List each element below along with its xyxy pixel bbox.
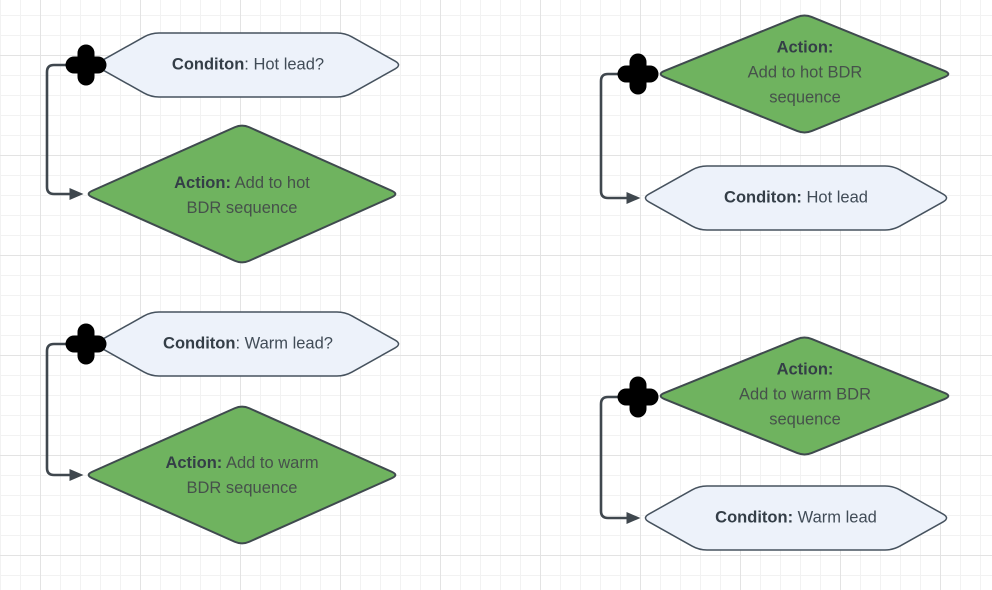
label-text: Add to hot bbox=[230, 174, 310, 192]
label-text: Warm lead bbox=[793, 508, 877, 527]
label-text: sequence bbox=[769, 410, 841, 429]
label-bold: Conditon: bbox=[724, 188, 802, 207]
connector-arrow-warm-right[interactable] bbox=[599, 395, 641, 524]
cross-icon[interactable] bbox=[626, 62, 650, 86]
label-bold: Action: bbox=[776, 360, 834, 379]
label-text: sequence bbox=[769, 88, 841, 107]
label-condition-hot-lead: Conditon: Hot lead bbox=[724, 186, 868, 211]
label-text: BDR sequence bbox=[186, 479, 298, 497]
connector-arrow-hot-left[interactable] bbox=[45, 63, 86, 200]
label-text: : Hot lead? bbox=[244, 55, 325, 74]
cross-icon[interactable] bbox=[74, 332, 98, 356]
label-text: BDR sequence bbox=[186, 199, 298, 217]
label-text: Add to warm BDR bbox=[738, 385, 872, 404]
label-condition-warm-lead-question: Conditon: Warm lead? bbox=[163, 332, 333, 357]
label-bold: Conditon bbox=[171, 55, 245, 74]
label-bold: Action: bbox=[776, 38, 834, 57]
label-action-add-hot-bdr-right: Action: Add to hot BDR sequence bbox=[748, 36, 863, 111]
label-bold: Conditon bbox=[163, 334, 236, 353]
label-action-add-warm-bdr-left: Action: Add to warm BDR sequence bbox=[165, 451, 318, 501]
connector-arrow-hot-right[interactable] bbox=[599, 72, 641, 204]
label-action-add-warm-bdr-right: Action: Add to warm BDR sequence bbox=[739, 358, 871, 433]
label-bold: Action: bbox=[174, 174, 231, 192]
label-condition-hot-lead-question: Conditon: Hot lead? bbox=[172, 53, 324, 78]
connector-arrow-warm-left[interactable] bbox=[45, 342, 86, 481]
label-bold: Conditon: bbox=[715, 508, 794, 527]
cross-icon[interactable] bbox=[626, 385, 650, 409]
cross-icon[interactable] bbox=[74, 53, 98, 77]
label-text: Add to hot BDR bbox=[747, 63, 863, 82]
label-bold: Action: bbox=[165, 454, 223, 472]
label-action-add-hot-bdr-left: Action: Add to hot BDR sequence bbox=[174, 171, 310, 221]
label-text: : Warm lead? bbox=[235, 334, 333, 353]
label-text: Hot lead bbox=[801, 188, 868, 207]
label-condition-warm-lead: Conditon: Warm lead bbox=[715, 506, 877, 531]
label-text: Add to warm bbox=[222, 454, 319, 472]
